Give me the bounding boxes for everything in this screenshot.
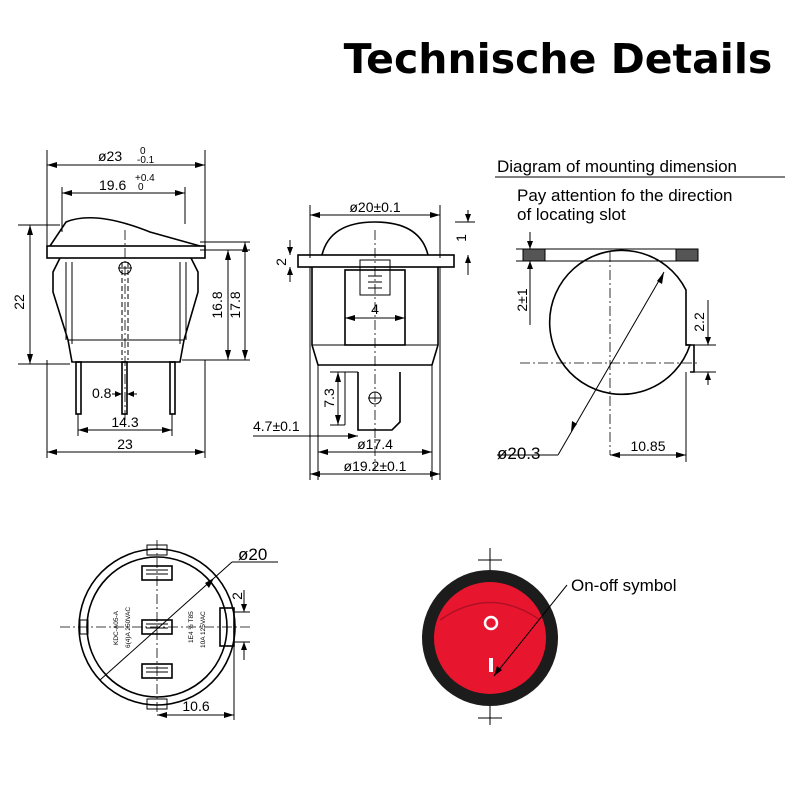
dim-pin-span: 14.3 bbox=[111, 414, 138, 430]
dim-slot-height: 2.2 bbox=[691, 312, 707, 332]
marking-model: KDC-A05-A bbox=[113, 610, 120, 645]
pin-left bbox=[75, 361, 82, 415]
pin-center bbox=[121, 361, 128, 415]
dim-outer-tol-upper: 0 bbox=[140, 146, 146, 157]
pin-right bbox=[169, 361, 176, 415]
marking-rating-2: 1E4 ½ T85 bbox=[187, 611, 195, 643]
dim-cap-height: 1 bbox=[453, 234, 469, 242]
dim-rocker-width: 19.6 bbox=[99, 177, 126, 193]
terminal bbox=[357, 372, 401, 431]
flange bbox=[46, 245, 206, 259]
dim-slot-width: 10.85 bbox=[630, 438, 665, 454]
side-view: ø20±0.1 4 2 bbox=[253, 199, 475, 480]
dim-outer-tol-lower: -0.1 bbox=[137, 155, 155, 166]
rocker-button[interactable] bbox=[434, 582, 546, 694]
dim-top-diameter: ø20±0.1 bbox=[349, 199, 400, 215]
slot-note-line1: Pay attention fo the direction bbox=[517, 186, 732, 205]
page-title: Technische Details bbox=[344, 35, 773, 83]
dim-body-diameter: ø17.4 bbox=[357, 436, 393, 452]
onoff-leader bbox=[493, 584, 568, 677]
dim-pin-width: 0.8 bbox=[92, 385, 112, 401]
panel-section-left bbox=[522, 248, 546, 262]
onoff-symbol-label: On-off symbol bbox=[571, 576, 677, 595]
terminal-bottom bbox=[141, 663, 173, 679]
side-tab bbox=[219, 607, 235, 647]
dim-ring-height: 2±1 bbox=[514, 288, 530, 311]
bottom-view: KDC-A05-A 6(4)A 250VAC 1E4 ½ T85 10A 125… bbox=[60, 540, 278, 720]
dim-offset: 4.7±0.1 bbox=[253, 418, 300, 434]
dim-body-height-2: 17.8 bbox=[227, 291, 243, 318]
mounting-hole bbox=[548, 249, 692, 396]
dim-body-height: 16.8 bbox=[209, 291, 225, 318]
dim-bottom-width: 10.6 bbox=[182, 698, 209, 714]
dim-rocker-tol-upper: +0.4 bbox=[135, 173, 155, 184]
dim-total-height: 22 bbox=[11, 294, 27, 310]
marking-rating-1: 6(4)A 250VAC bbox=[125, 607, 132, 648]
locating-slot bbox=[686, 344, 695, 373]
dome-cap bbox=[321, 221, 429, 256]
mounting-diagram: Diagram of mounting dimension Pay attent… bbox=[495, 157, 785, 463]
dim-slot-height: 7.3 bbox=[321, 388, 337, 408]
panel-section-right bbox=[675, 248, 699, 262]
slot-note-line2: of locating slot bbox=[517, 205, 626, 224]
rocker-top-view: On-off symbol bbox=[422, 548, 677, 725]
side-flange bbox=[297, 254, 455, 268]
dim-outer-diameter: ø23 bbox=[98, 148, 122, 164]
mounting-title: Diagram of mounting dimension bbox=[497, 157, 737, 176]
dim-bottom-side: 2 bbox=[229, 592, 245, 600]
dim-bottom-diameter: ø20 bbox=[238, 545, 267, 564]
dim-pin-width-side: 4 bbox=[371, 301, 379, 317]
dim-flange-height: 2 bbox=[273, 258, 289, 266]
on-symbol-icon bbox=[489, 658, 493, 672]
dim-base-diameter: ø19.2±0.1 bbox=[344, 458, 407, 474]
rocker-outline bbox=[49, 217, 201, 247]
off-symbol-icon bbox=[483, 615, 499, 631]
dim-base-width: 23 bbox=[117, 436, 133, 452]
marking-rating-3: 10A 125VAC bbox=[200, 611, 207, 648]
front-view: ø23 0 -0.1 19.6 +0.4 0 22 bbox=[11, 146, 250, 458]
dim-hole-diameter: ø20.3 bbox=[497, 444, 540, 463]
dim-rocker-tol-lower: 0 bbox=[138, 182, 144, 193]
